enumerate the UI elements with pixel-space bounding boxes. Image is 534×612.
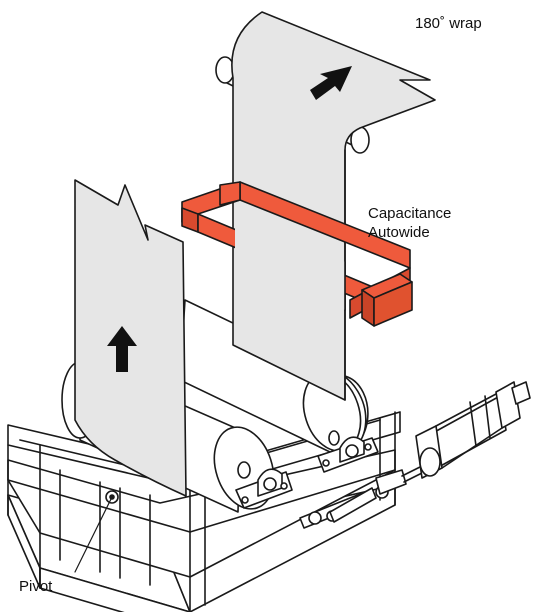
capacitance-label-line2: Autowide [368, 224, 430, 241]
wrap-label: 180˚ wrap [415, 15, 482, 32]
hydraulic-cylinder [415, 381, 531, 479]
up-arrow-icon [107, 326, 137, 372]
pivot-mark [74, 490, 119, 573]
linkage [299, 461, 433, 529]
capacitance-label: Capacitance Autowide [368, 204, 451, 242]
bearing-blocks [235, 436, 379, 509]
rear-web-overlap [235, 215, 345, 310]
up-arrow-icon [310, 66, 352, 100]
pivot-label: Pivot [19, 578, 53, 595]
capacitance-label-line1: Capacitance [368, 205, 452, 222]
